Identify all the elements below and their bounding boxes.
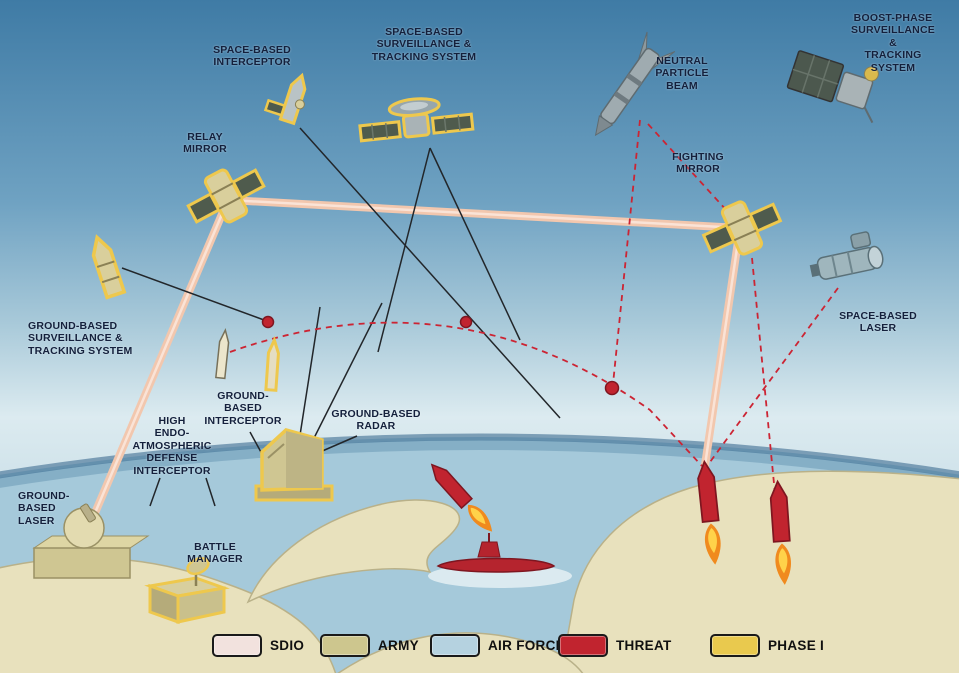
neutral-particle-beam-satellite bbox=[594, 31, 676, 137]
legend-swatch-army bbox=[320, 634, 370, 657]
label-high-endo-interceptor: HIGH ENDO- ATMOSPHERIC DEFENSE INTERCEPT… bbox=[132, 415, 212, 477]
laser-relay-beam bbox=[88, 196, 744, 524]
legend-label-air-force: AIR FORCE bbox=[488, 638, 565, 653]
label-ground-based-laser: GROUND- BASED LASER bbox=[18, 490, 70, 527]
reentry-vehicles bbox=[261, 315, 620, 396]
threat-trajectories bbox=[229, 119, 839, 505]
space-based-sts-satellite bbox=[358, 97, 475, 143]
relay-mirror-satellite bbox=[186, 168, 266, 224]
legend-swatch-phase-i bbox=[710, 634, 760, 657]
legend-label-sdio: SDIO bbox=[270, 638, 305, 653]
space-based-laser-satellite bbox=[809, 231, 884, 280]
hedi-missile bbox=[215, 328, 230, 380]
threat-submarine bbox=[428, 533, 572, 588]
label-space-based-interceptor: SPACE-BASED INTERCEPTOR bbox=[213, 44, 291, 69]
land-center-peninsula bbox=[246, 499, 461, 604]
label-neutral-particle-beam: NEUTRAL PARTICLE BEAM bbox=[655, 55, 709, 92]
legend-swatch-air-force bbox=[430, 634, 480, 657]
engagement-lines bbox=[121, 127, 561, 507]
legend-swatch-threat bbox=[558, 634, 608, 657]
threat-missile-mid bbox=[430, 463, 493, 532]
threat-missile-right-1 bbox=[697, 459, 721, 565]
legend-item-phase-i: PHASE I bbox=[710, 634, 824, 657]
legend-item-army: ARMY bbox=[320, 634, 419, 657]
label-ground-based-sts: GROUND-BASED SURVEILLANCE & TRACKING SYS… bbox=[28, 320, 133, 357]
legend-swatch-sdio bbox=[212, 634, 262, 657]
legend: SDIO ARMY AIR FORCE THREAT PHASE I bbox=[0, 634, 959, 664]
legend-item-air-force: AIR FORCE bbox=[430, 634, 565, 657]
label-ground-based-radar: GROUND-BASED RADAR bbox=[331, 408, 421, 433]
legend-label-army: ARMY bbox=[378, 638, 419, 653]
label-space-based-sts: SPACE-BASED SURVEILLANCE & TRACKING SYST… bbox=[371, 26, 477, 63]
ground-based-interceptor-missile bbox=[264, 335, 280, 392]
label-space-based-laser: SPACE-BASED LASER bbox=[839, 310, 917, 335]
legend-label-phase-i: PHASE I bbox=[768, 638, 825, 653]
label-battle-manager: BATTLE MANAGER bbox=[187, 541, 243, 566]
battle-manager-station bbox=[144, 556, 230, 625]
label-boost-phase-sts: BOOST-PHASE SURVEILLANCE & TRACKING SYST… bbox=[851, 12, 935, 74]
ground-based-sts-sensor bbox=[91, 234, 127, 300]
fighting-mirror-satellite bbox=[701, 200, 783, 256]
ground-based-radar-building bbox=[254, 428, 334, 502]
space-based-interceptor-satellite bbox=[263, 72, 307, 126]
label-ground-based-interceptor: GROUND- BASED INTERCEPTOR bbox=[204, 390, 282, 427]
threat-missile-right-2 bbox=[769, 479, 791, 585]
boost-phase-sts-satellite bbox=[786, 50, 879, 124]
legend-label-threat: THREAT bbox=[616, 638, 672, 653]
label-relay-mirror: RELAY MIRROR bbox=[183, 131, 227, 156]
legend-item-sdio: SDIO bbox=[212, 634, 304, 657]
label-fighting-mirror: FIGHTING MIRROR bbox=[672, 151, 724, 176]
legend-item-threat: THREAT bbox=[558, 634, 672, 657]
ground-based-laser-facility bbox=[32, 503, 150, 579]
